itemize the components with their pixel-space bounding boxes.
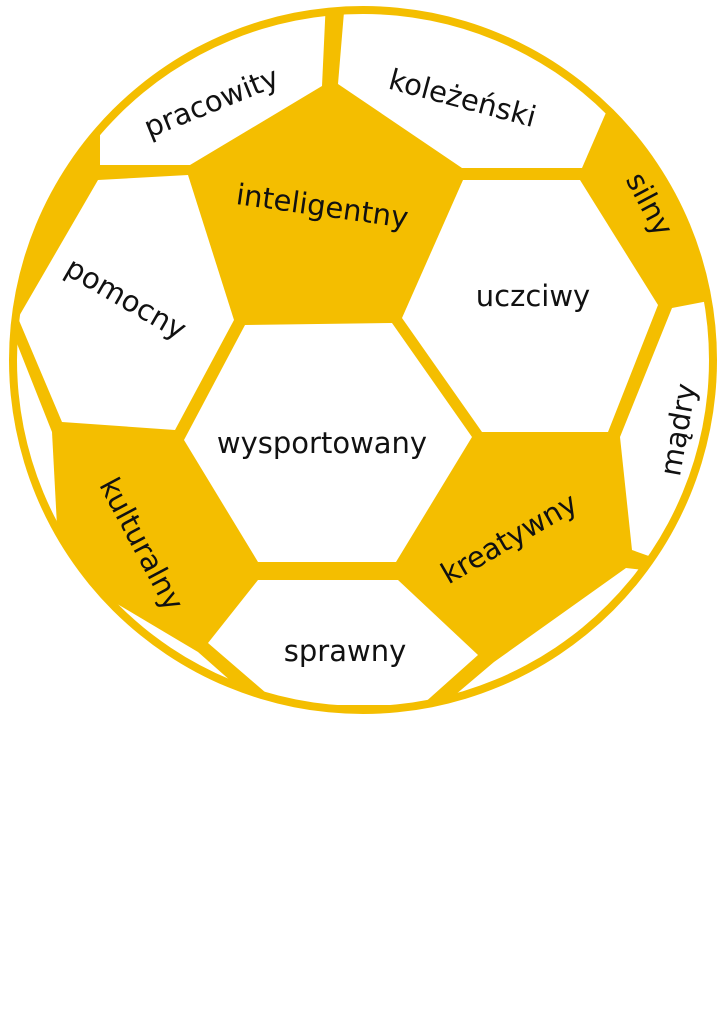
panel-uczciwy xyxy=(402,180,658,432)
panel-pomocny xyxy=(18,175,234,430)
word-wysportowany: wysportowany xyxy=(217,426,427,460)
panel-left-sliver xyxy=(17,326,58,545)
panel-wysportowany xyxy=(184,323,472,562)
word-uczciwy: uczciwy xyxy=(476,279,590,313)
word-sprawny: sprawny xyxy=(284,634,406,668)
panel-sprawny xyxy=(208,580,478,705)
